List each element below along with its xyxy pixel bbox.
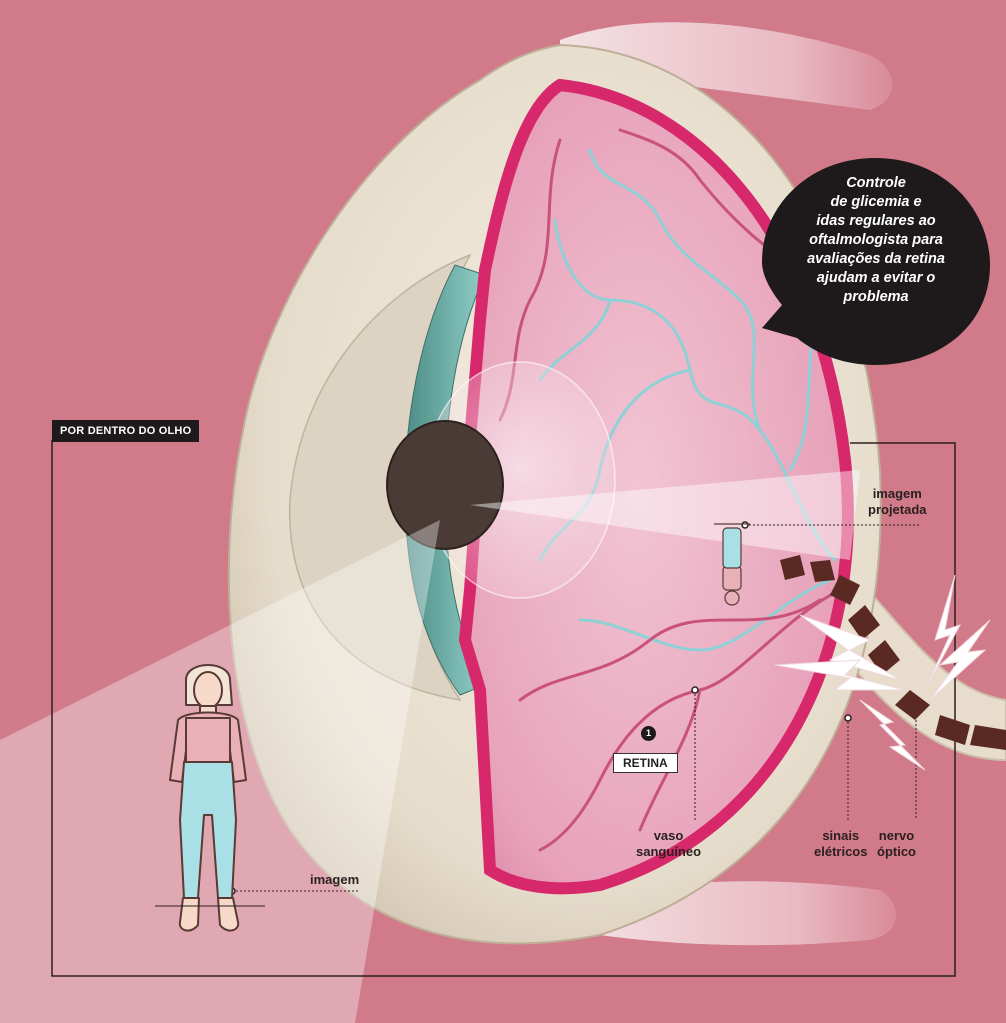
callout-text: Controle de glicemia e idas regulares ao… [786,174,966,307]
label-line: elétricos [814,844,868,859]
frame-lines [51,440,956,977]
section-tag: POR DENTRO DO OLHO [52,420,200,442]
label-vaso-sanguineo: vaso sanguíneo [636,828,701,860]
label-nervo-optico: nervo óptico [877,828,916,860]
pupil [386,420,504,550]
top-muscle [560,22,893,111]
lightning-bolts [774,574,991,771]
callout-bubble [762,158,990,365]
label-imagem: imagem [310,872,360,887]
callout-line: problema [843,289,909,305]
label-imagem-projetada: imagem projetada [868,486,927,518]
retina-number-badge: 1 [641,726,656,741]
label-line: nervo [878,828,915,843]
retina-label: RETINA [613,753,678,773]
callout-line: avaliações da retina [807,251,945,267]
leader-lines [232,524,920,892]
label-line: sinais [822,828,860,843]
callout-line: oftalmologista para [809,232,943,248]
label-line: imagem [872,486,922,501]
woman-figure-icon [169,664,247,932]
callout-line: idas regulares ao [816,213,936,229]
callout-line: de glicemia e [830,194,922,210]
callout-line: ajudam a evitar o [816,270,936,286]
light-cone-inner [470,470,860,560]
label-line: óptico [877,844,916,859]
label-sinais-eletricos: sinais elétricos [814,828,867,860]
label-line: sanguíneo [636,844,702,859]
label-line: projetada [868,502,927,517]
label-line: vaso [653,828,684,843]
callout-line: Controle [846,175,906,191]
projected-figure-icon [714,523,750,606]
